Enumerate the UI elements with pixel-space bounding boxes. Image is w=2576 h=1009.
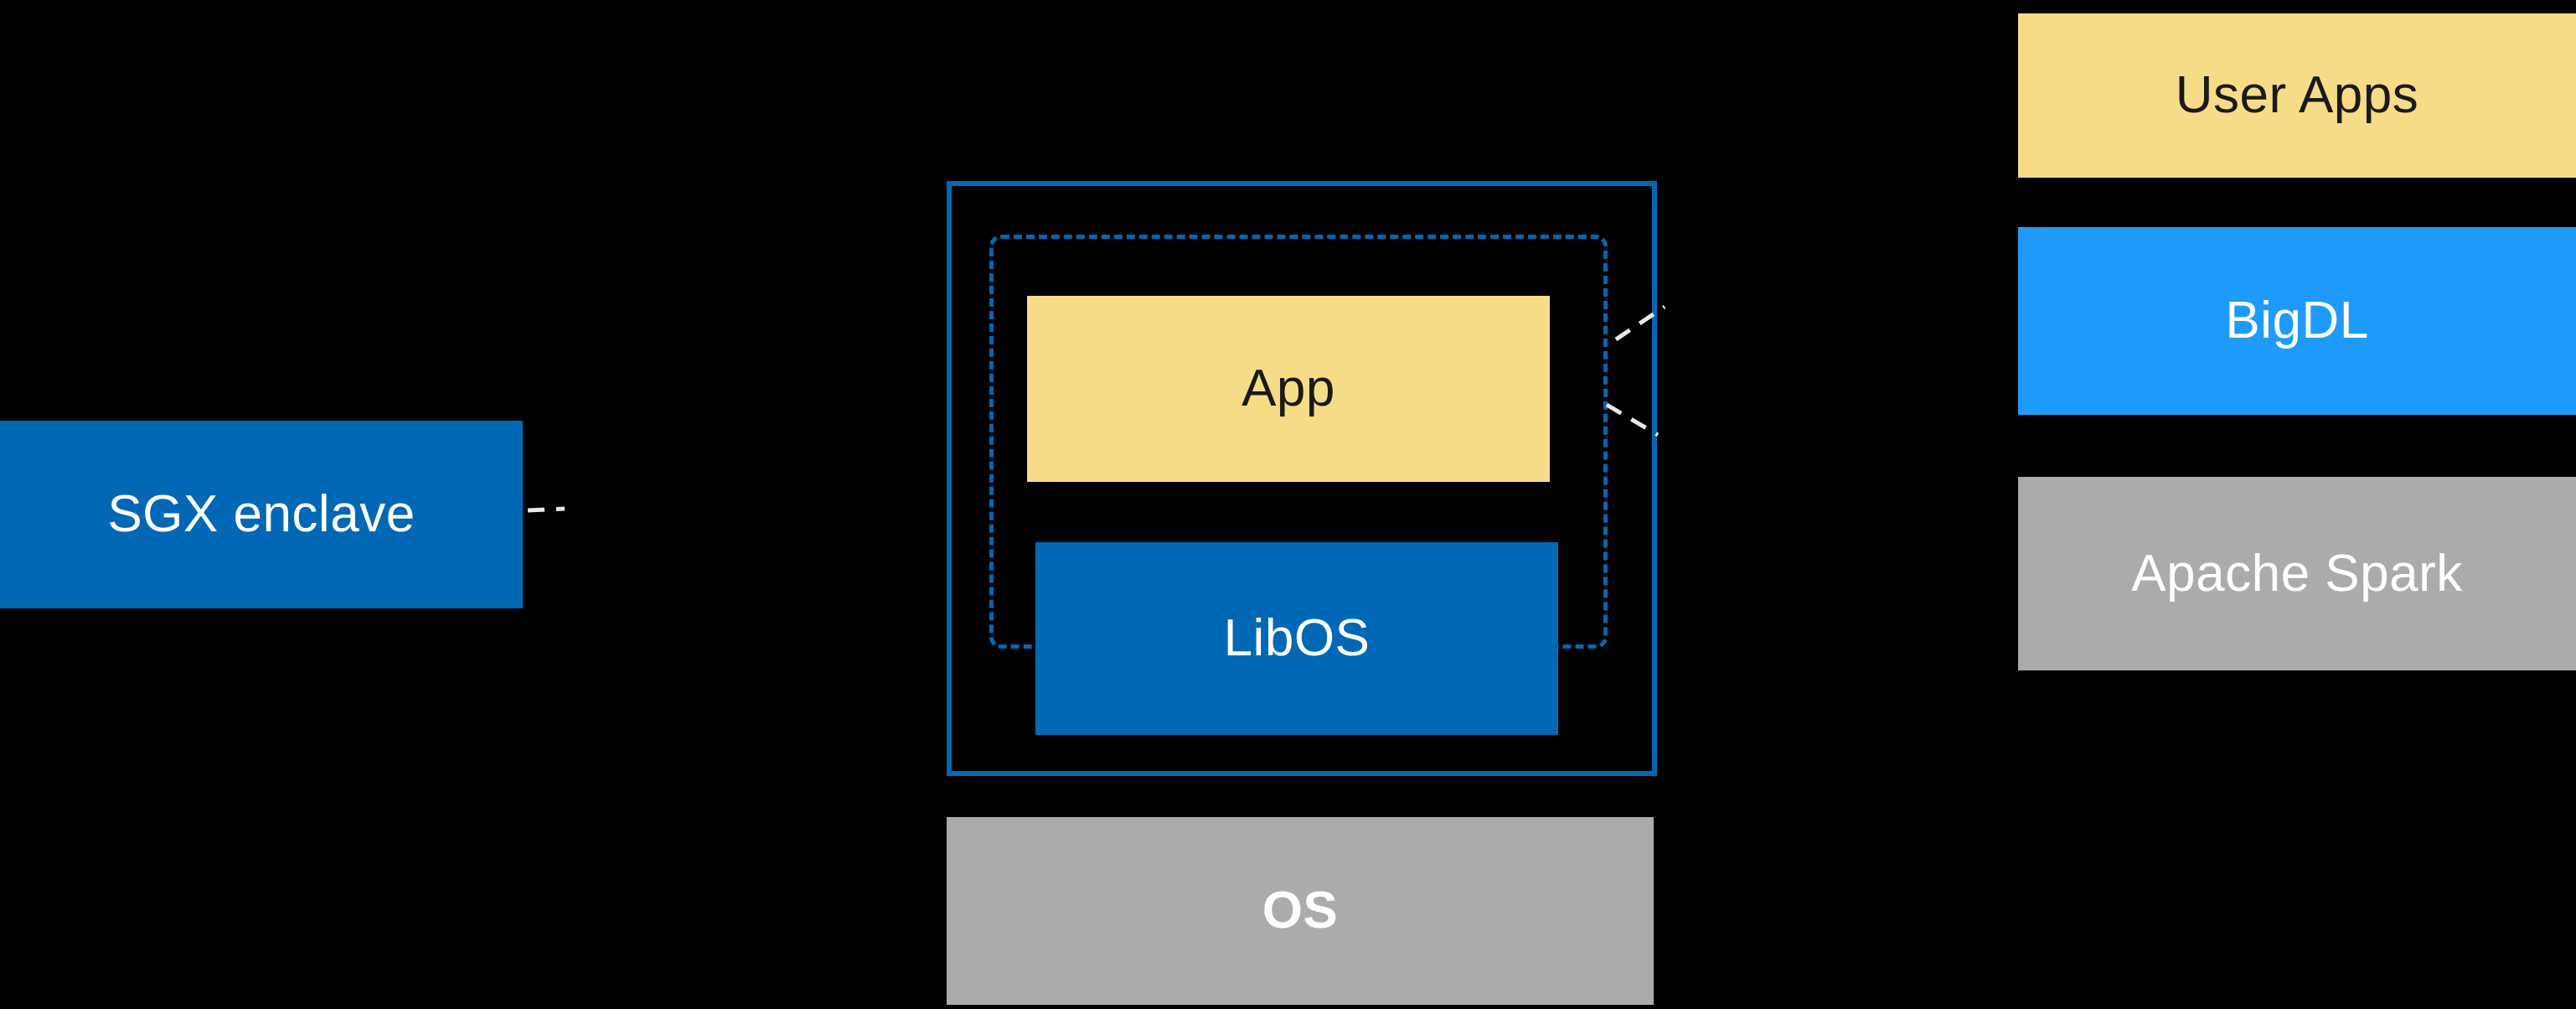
sgx-pointer-dash (527, 506, 565, 513)
app-box: App (1027, 296, 1550, 482)
apache-spark-label: Apache Spark (2131, 544, 2463, 603)
os-box: OS (947, 817, 1654, 1005)
bigdl-label: BigDL (2225, 292, 2369, 349)
libos-label: LibOS (1223, 609, 1371, 667)
app-label: App (1242, 360, 1335, 417)
user-apps-box: User Apps (2018, 13, 2576, 178)
sgx-enclave-box: SGX enclave (0, 421, 523, 608)
bigdl-box: BigDL (2018, 227, 2576, 415)
libos-box: LibOS (1035, 542, 1558, 735)
apache-spark-box: Apache Spark (2018, 477, 2576, 670)
user-apps-label: User Apps (2175, 66, 2419, 124)
sgx-enclave-label: SGX enclave (107, 485, 416, 543)
process-outline-box (947, 181, 1657, 776)
os-label: OS (1262, 882, 1339, 939)
